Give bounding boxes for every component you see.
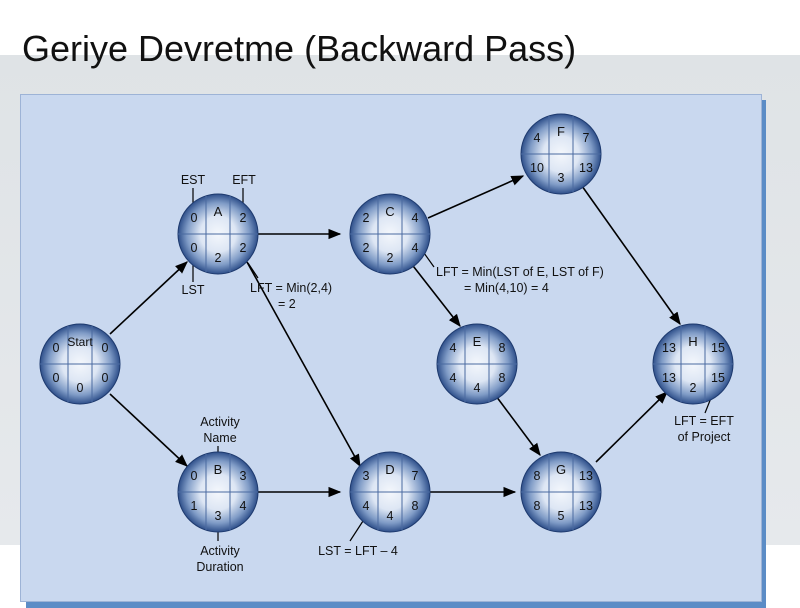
node-e-lst: 4 xyxy=(450,371,457,385)
node-b-est: 0 xyxy=(191,469,198,483)
node-a-lft: 2 xyxy=(240,241,247,255)
arrow-a-d xyxy=(246,261,361,468)
node-g-lft: 13 xyxy=(579,499,593,513)
node-d xyxy=(349,451,431,533)
node-g-est: 8 xyxy=(534,469,541,483)
node-a-est: 0 xyxy=(191,211,198,225)
label-lft-a-line1: LFT = Min(2,4) xyxy=(250,281,332,295)
node-h xyxy=(652,323,734,405)
label-lft-a-line2: = 2 xyxy=(278,297,296,311)
node-f-est: 4 xyxy=(534,131,541,145)
node-e-eft: 8 xyxy=(499,341,506,355)
label-activity-duration-line1: Activity xyxy=(200,544,240,558)
node-d-eft: 7 xyxy=(412,469,419,483)
node-d-est: 3 xyxy=(363,469,370,483)
arrow-start-b xyxy=(109,393,188,467)
label-activity-name-line1: Activity xyxy=(200,415,240,429)
node-b-lst: 1 xyxy=(191,499,198,513)
node-c xyxy=(349,193,431,275)
node-f xyxy=(520,113,602,195)
node-start-eft: 0 xyxy=(102,341,109,355)
arrow-c-f xyxy=(427,175,525,219)
label-lft-project-line2: of Project xyxy=(678,430,731,444)
node-a-name: A xyxy=(214,204,223,219)
node-g-lst: 8 xyxy=(534,499,541,513)
node-e xyxy=(436,323,518,405)
leader-lft-a xyxy=(247,262,259,279)
label-est: EST xyxy=(181,173,206,187)
label-lft-c-line1: LFT = Min(LST of E, LST of F) xyxy=(436,265,604,279)
label-lft-c-line2: = Min(4,10) = 4 xyxy=(464,281,549,295)
arrow-e-g xyxy=(495,395,541,457)
node-h-est: 13 xyxy=(662,341,676,355)
node-start-lft: 0 xyxy=(102,371,109,385)
label-activity-duration-line2: Duration xyxy=(196,560,243,574)
node-e-name: E xyxy=(473,334,482,349)
node-start-name: Start xyxy=(67,335,93,349)
node-h-lft: 15 xyxy=(711,371,725,385)
node-d-duration: 4 xyxy=(387,509,394,523)
node-f-eft: 7 xyxy=(583,131,590,145)
node-d-lst: 4 xyxy=(363,499,370,513)
label-eft: EFT xyxy=(232,173,256,187)
node-a-duration: 2 xyxy=(215,251,222,265)
node-h-lst: 13 xyxy=(662,371,676,385)
node-c-lft: 4 xyxy=(412,241,419,255)
arrow-f-h xyxy=(581,185,681,326)
node-c-eft: 4 xyxy=(412,211,419,225)
node-b-duration: 3 xyxy=(215,509,222,523)
node-a-lst: 0 xyxy=(191,241,198,255)
node-d-lft: 8 xyxy=(412,499,419,513)
node-b-eft: 3 xyxy=(240,469,247,483)
node-a xyxy=(177,193,259,275)
node-f-lft: 13 xyxy=(579,161,593,175)
node-f-duration: 3 xyxy=(558,171,565,185)
label-lft-project-line1: LFT = EFT xyxy=(674,414,734,428)
node-b-name: B xyxy=(214,462,223,477)
node-c-name: C xyxy=(385,204,394,219)
label-activity-name-line2: Name xyxy=(203,431,236,445)
node-start-est: 0 xyxy=(53,341,60,355)
node-b xyxy=(177,451,259,533)
node-g-name: G xyxy=(556,462,566,477)
node-h-name: H xyxy=(688,334,697,349)
label-lst: LST xyxy=(182,283,205,297)
node-g xyxy=(520,451,602,533)
node-start-lst: 0 xyxy=(53,371,60,385)
arrow-start-a xyxy=(109,261,188,335)
label-lst-formula: LST = LFT – 4 xyxy=(318,544,398,558)
arrow-c-e xyxy=(409,261,461,328)
node-f-lst: 10 xyxy=(530,161,544,175)
node-e-est: 4 xyxy=(450,341,457,355)
node-c-est: 2 xyxy=(363,211,370,225)
node-start xyxy=(39,323,121,405)
node-f-name: F xyxy=(557,124,565,139)
arrow-g-h xyxy=(595,391,668,463)
node-h-eft: 15 xyxy=(711,341,725,355)
arrows xyxy=(109,175,681,498)
node-e-lft: 8 xyxy=(499,371,506,385)
node-h-duration: 2 xyxy=(690,381,697,395)
node-b-lft: 4 xyxy=(240,499,247,513)
page-title: Geriye Devretme (Backward Pass) xyxy=(22,28,577,69)
node-c-lst: 2 xyxy=(363,241,370,255)
node-g-duration: 5 xyxy=(558,509,565,523)
leader-lst-formula xyxy=(349,520,364,542)
annotations: EST EFT LST LFT = Min(2,4) = 2 LFT = Min… xyxy=(181,173,734,574)
node-d-name: D xyxy=(385,462,394,477)
node-e-duration: 4 xyxy=(474,381,481,395)
node-start-duration: 0 xyxy=(77,381,84,395)
leader-lft-c xyxy=(423,252,435,268)
node-a-eft: 2 xyxy=(240,211,247,225)
node-g-eft: 13 xyxy=(579,469,593,483)
node-c-duration: 2 xyxy=(387,251,394,265)
